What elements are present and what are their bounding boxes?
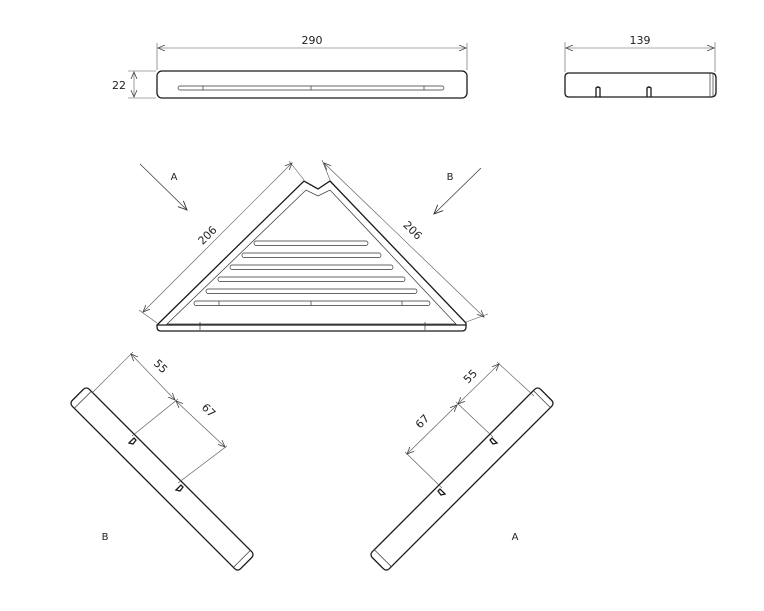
- view-a-hook: [489, 437, 499, 445]
- drain-slot: [241, 252, 382, 258]
- triangle-outer-outline: [156, 180, 467, 332]
- view-a: 55 67 A: [370, 361, 554, 571]
- right-edge-dimension-line: [324, 163, 484, 317]
- side-shelf-outline: [564, 72, 717, 98]
- view-a-label-55: 55: [461, 367, 480, 386]
- view-b-hook: [174, 484, 184, 492]
- view-a-end-cap: [374, 549, 392, 567]
- view-b-dimension-line-67: [176, 401, 225, 447]
- front-view: 290 22: [112, 34, 468, 99]
- view-b-end-cap: [74, 391, 92, 409]
- left-edge-label: 206: [196, 224, 220, 248]
- view-b-arrow-label: B: [447, 172, 454, 183]
- view-b-arrow: [434, 167, 482, 214]
- triangle-inner-outline: [166, 189, 457, 325]
- view-b-extension-line: [131, 398, 179, 437]
- top-view: 206 206 A B: [138, 159, 489, 332]
- drain-slot: [217, 276, 406, 282]
- drain-slot: [205, 288, 418, 294]
- view-b-label-67: 67: [199, 401, 218, 420]
- view-a-arrow-label: A: [171, 172, 178, 183]
- front-height-label: 22: [112, 79, 126, 92]
- view-b-hook: [127, 437, 137, 445]
- drain-slot: [229, 264, 394, 270]
- side-hook-notch: [595, 86, 601, 97]
- view-b-extension-line: [91, 351, 134, 394]
- view-b-dimension-line-55: [131, 354, 175, 400]
- view-a-caption: A: [512, 532, 519, 543]
- view-a-dimension-line-55: [458, 364, 499, 404]
- view-a-hook: [437, 488, 447, 496]
- view-a-extension-line: [496, 361, 535, 397]
- side-length-label: 139: [630, 34, 651, 47]
- view-a-bar-outline: [370, 387, 554, 571]
- view-b: 55 67 B: [70, 351, 254, 571]
- view-a-extension-line: [455, 401, 494, 438]
- front-length-label: 290: [302, 34, 323, 47]
- side-hook-notch: [646, 86, 652, 97]
- side-view: 139: [564, 34, 717, 98]
- view-b-label-55: 55: [151, 357, 170, 376]
- right-edge-label: 206: [400, 219, 424, 243]
- view-a-arrow: [139, 163, 187, 210]
- left-edge-dimension-line: [143, 163, 292, 312]
- right-extension-line: [465, 313, 489, 323]
- front-shelf-outline: [156, 70, 468, 99]
- drain-slot: [193, 300, 431, 306]
- view-b-end-cap: [233, 550, 251, 568]
- view-a-end-cap: [533, 390, 551, 408]
- view-b-bar-outline: [70, 387, 254, 571]
- view-a-dimension-line-67: [407, 405, 457, 454]
- right-extension-line: [321, 159, 331, 181]
- view-b-caption: B: [102, 532, 109, 543]
- view-a-extension-line: [404, 451, 443, 489]
- left-extension-line: [138, 309, 158, 324]
- view-a-label-67: 67: [413, 412, 432, 431]
- view-b-extension-line: [177, 445, 228, 484]
- drain-slot: [253, 240, 369, 246]
